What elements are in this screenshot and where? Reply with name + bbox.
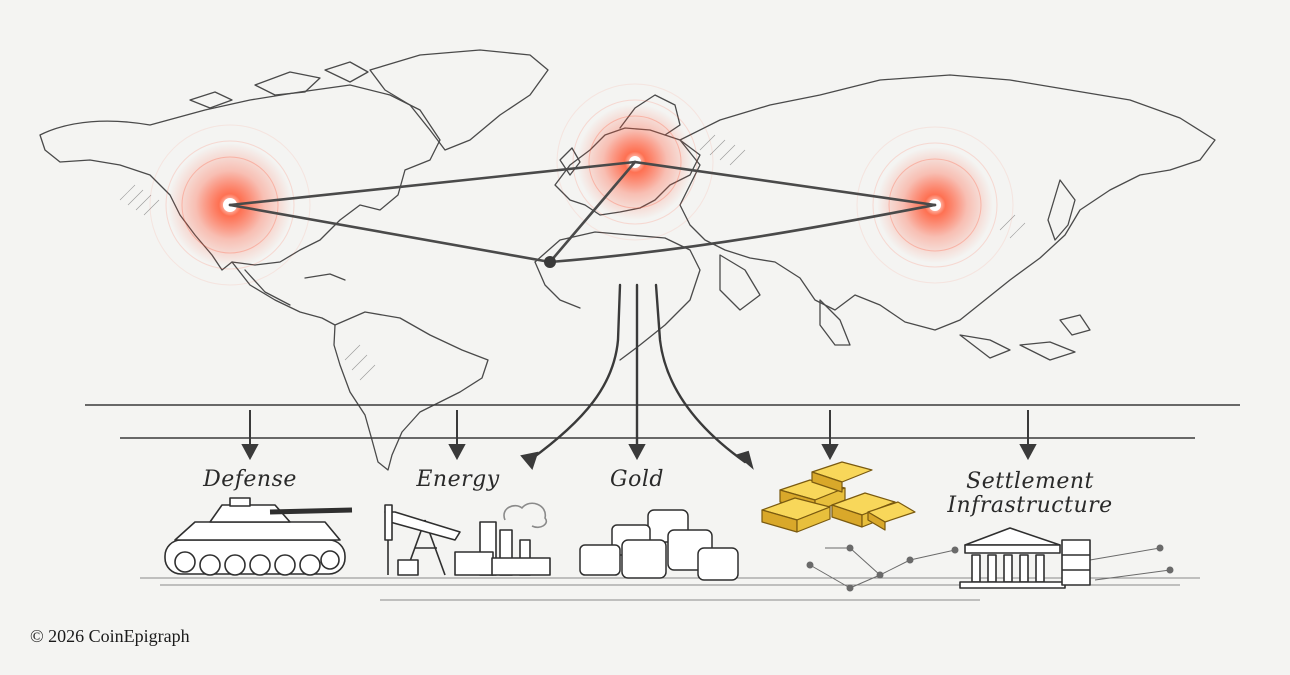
hub-node (544, 256, 556, 268)
refinery-icon (454, 502, 551, 576)
label-gold: Gold (610, 467, 664, 492)
connection-lines (228, 160, 937, 264)
label-defense: Defense (203, 467, 297, 492)
oil-pump-icon (384, 504, 461, 576)
copyright-notice: © 2026 CoinEpigraph (30, 626, 190, 646)
central-america-outline (231, 261, 336, 326)
down-arrows (241, 410, 1037, 471)
bank-building-icon (959, 527, 1091, 589)
hotspots (149, 83, 1014, 286)
label-energy: Energy (416, 467, 500, 492)
africa-outline (534, 231, 701, 361)
flow-funnel (528, 283, 747, 464)
stone-blocks-icon (579, 509, 739, 581)
asia-outline (679, 74, 1216, 331)
gold-bars-icon (761, 461, 916, 533)
map-hatching (119, 134, 1026, 381)
label-infrastructure: Infrastructure (947, 493, 1113, 518)
tank-icon (164, 497, 353, 576)
label-settlement: Settlement (966, 469, 1094, 494)
network-lines (806, 544, 1174, 592)
greenland-outline (369, 49, 549, 151)
timeline (85, 404, 1240, 439)
south-america-outline (333, 311, 489, 471)
